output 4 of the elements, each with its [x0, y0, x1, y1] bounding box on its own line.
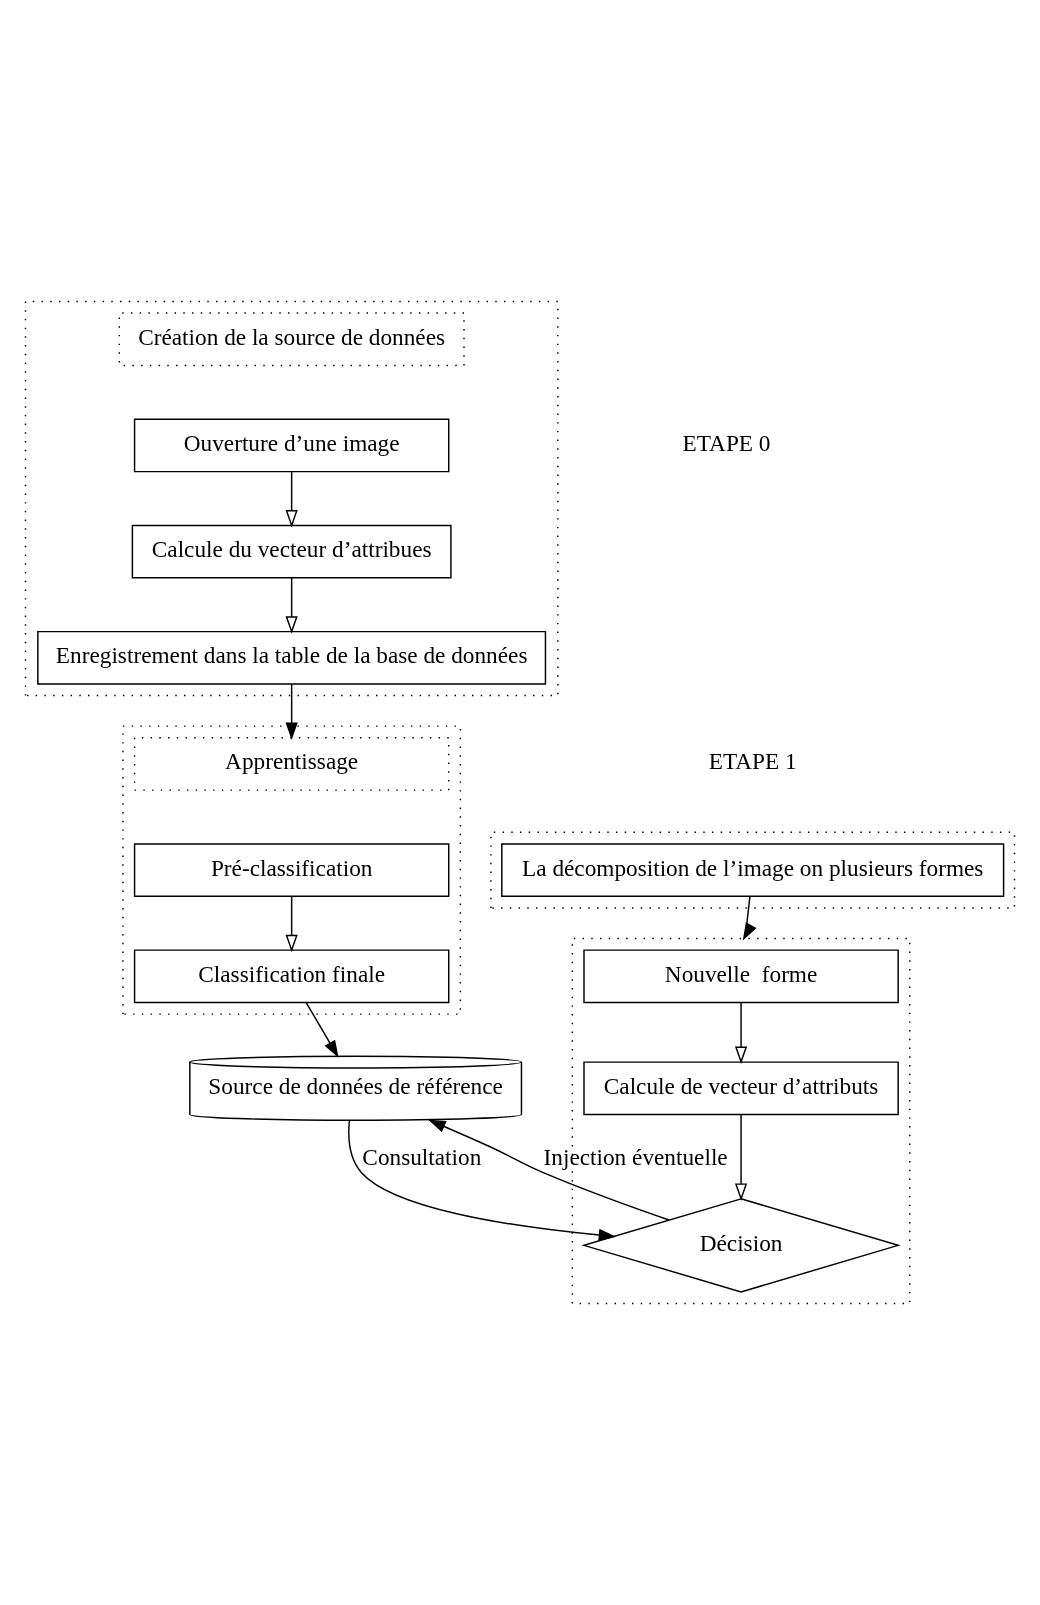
label: ETAPE 1	[708, 748, 797, 775]
edge-label: Injection éventuelle	[543, 1144, 728, 1171]
label: ETAPE 0	[682, 429, 771, 456]
edge-label: Consultation	[362, 1144, 482, 1171]
